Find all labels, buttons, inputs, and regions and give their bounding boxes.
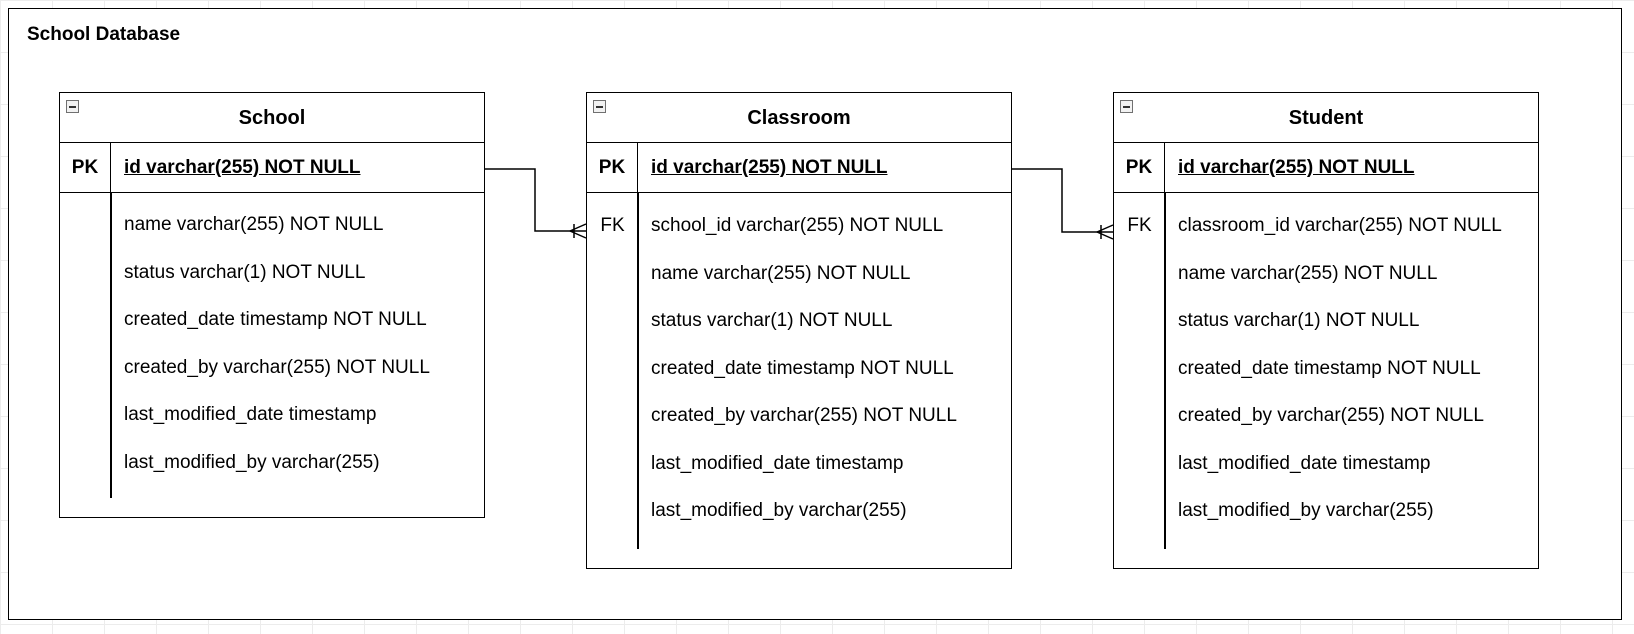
field-row[interactable]: created_date timestamp NOT NULL <box>60 296 484 344</box>
table-title: Student <box>1288 107 1364 129</box>
fk-badge: FK <box>1127 215 1152 236</box>
field-row[interactable]: FK classroom_id varchar(255) NOT NULL <box>1114 202 1538 250</box>
field-row[interactable]: created_by varchar(255) NOT NULL <box>60 344 484 392</box>
field-row[interactable]: created_by varchar(255) NOT NULL <box>587 392 1011 440</box>
field-name: status varchar(1) NOT NULL <box>651 310 893 331</box>
field-name: school_id varchar(255) NOT NULL <box>651 215 944 236</box>
field-row[interactable]: last_modified_date timestamp <box>60 391 484 439</box>
key-column-divider <box>110 193 112 498</box>
field-row[interactable]: created_date timestamp NOT NULL <box>1114 345 1538 393</box>
field-row[interactable]: created_date timestamp NOT NULL <box>587 345 1011 393</box>
field-row[interactable]: last_modified_by varchar(255) <box>60 439 484 487</box>
field-name: id varchar(255) NOT NULL <box>651 157 888 178</box>
collapse-icon[interactable] <box>1120 100 1133 113</box>
pk-badge: PK <box>587 143 638 192</box>
fk-badge: FK <box>600 215 625 236</box>
field-name: created_by varchar(255) NOT NULL <box>1178 405 1484 426</box>
field-name: status varchar(1) NOT NULL <box>124 261 366 283</box>
fields-section: FK school_id varchar(255) NOT NULL name v… <box>587 193 1011 549</box>
field-row[interactable]: last_modified_date timestamp <box>1114 440 1538 488</box>
table-school[interactable]: School PK id varchar(255) NOT NULL name … <box>59 92 485 518</box>
diagram-title: School Database <box>27 24 181 45</box>
relationship-school-classroom[interactable] <box>485 168 587 239</box>
field-name: name varchar(255) NOT NULL <box>1178 262 1438 284</box>
table-title: Classroom <box>747 107 851 129</box>
field-name: id varchar(255) NOT NULL <box>124 157 361 178</box>
key-column-divider <box>1164 193 1166 549</box>
field-row[interactable]: name varchar(255) NOT NULL <box>1114 250 1538 298</box>
field-row[interactable]: last_modified_by varchar(255) <box>1114 487 1538 535</box>
primary-key-row[interactable]: PK id varchar(255) NOT NULL <box>1114 143 1538 193</box>
table-header: Student <box>1114 93 1538 143</box>
field-name: last_modified_date timestamp <box>124 404 377 425</box>
field-name: last_modified_by varchar(255) <box>124 451 380 473</box>
field-name: last_modified_by varchar(255) <box>651 500 907 521</box>
field-name: name varchar(255) NOT NULL <box>124 214 384 235</box>
primary-key-row[interactable]: PK id varchar(255) NOT NULL <box>587 143 1011 193</box>
relationship-classroom-student[interactable] <box>1012 168 1114 240</box>
field-row[interactable]: last_modified_date timestamp <box>587 440 1011 488</box>
field-row[interactable]: FK school_id varchar(255) NOT NULL <box>587 202 1011 250</box>
field-name: created_date timestamp NOT NULL <box>124 309 427 330</box>
field-row[interactable]: status varchar(1) NOT NULL <box>1114 297 1538 345</box>
table-student[interactable]: Student PK id varchar(255) NOT NULL FK cl… <box>1113 92 1539 569</box>
field-row[interactable]: status varchar(1) NOT NULL <box>587 297 1011 345</box>
field-name: classroom_id varchar(255) NOT NULL <box>1178 215 1502 236</box>
field-name: created_date timestamp NOT NULL <box>1178 357 1481 379</box>
table-title: School <box>238 107 306 129</box>
field-name: last_modified_date timestamp <box>651 452 904 474</box>
field-name: status varchar(1) NOT NULL <box>1178 310 1420 331</box>
fields-section: FK classroom_id varchar(255) NOT NULL nam… <box>1114 193 1538 549</box>
table-header: Classroom <box>587 93 1011 143</box>
field-row[interactable]: created_by varchar(255) NOT NULL <box>1114 392 1538 440</box>
collapse-icon[interactable] <box>66 100 79 113</box>
field-row[interactable]: last_modified_by varchar(255) <box>587 487 1011 535</box>
field-name: created_by varchar(255) NOT NULL <box>651 405 957 426</box>
table-classroom[interactable]: Classroom PK id varchar(255) NOT NULL FK… <box>586 92 1012 569</box>
collapse-icon[interactable] <box>593 100 606 113</box>
field-row[interactable]: name varchar(255) NOT NULL <box>587 250 1011 298</box>
table-header: School <box>60 93 484 143</box>
pk-badge: PK <box>60 143 111 192</box>
field-name: created_date timestamp NOT NULL <box>651 357 954 379</box>
field-name: last_modified_by varchar(255) <box>1178 500 1434 521</box>
field-row[interactable]: status varchar(1) NOT NULL <box>60 249 484 297</box>
field-row[interactable]: name varchar(255) NOT NULL <box>60 201 484 249</box>
pk-badge: PK <box>1114 143 1165 192</box>
field-name: created_by varchar(255) NOT NULL <box>124 356 430 378</box>
field-name: id varchar(255) NOT NULL <box>1178 157 1415 178</box>
key-column-divider <box>637 193 639 549</box>
field-name: last_modified_date timestamp <box>1178 452 1431 474</box>
fields-section: name varchar(255) NOT NULL status varcha… <box>60 193 484 498</box>
primary-key-row[interactable]: PK id varchar(255) NOT NULL <box>60 143 484 193</box>
field-name: name varchar(255) NOT NULL <box>651 262 911 284</box>
